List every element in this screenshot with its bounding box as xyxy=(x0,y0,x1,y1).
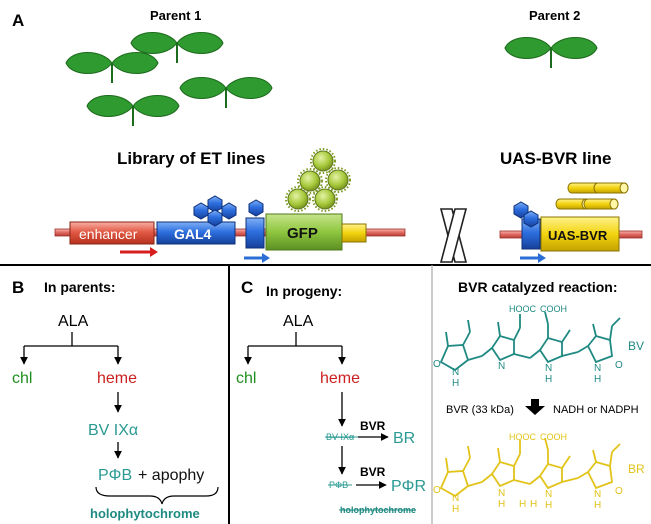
br-n2: N xyxy=(498,488,505,499)
terminator-box xyxy=(341,223,367,243)
bilirubin-structure xyxy=(439,437,621,498)
bv-h1: H xyxy=(452,378,459,389)
et-construct: enhancer GAL4 GFP xyxy=(54,148,406,263)
c-bvr-1: BVR xyxy=(360,419,386,433)
panel-b-letter: B xyxy=(12,278,24,297)
biliverdin-structure xyxy=(439,311,621,372)
bvr-protein-icon xyxy=(593,182,629,194)
gfp-protein-icon xyxy=(312,186,338,212)
gal4-protein-icon xyxy=(248,199,264,217)
parent2-label: Parent 2 xyxy=(529,8,580,23)
library-et-lines-label: Library of ET lines xyxy=(117,149,265,168)
panel-c-title: In progeny: xyxy=(266,283,342,299)
enhancer-box xyxy=(69,221,155,245)
bv-h3: H xyxy=(545,374,552,385)
br-h1: H xyxy=(452,504,459,515)
uas-bvr-line-label: UAS-BVR line xyxy=(500,149,611,168)
b-chl: chl xyxy=(12,370,32,387)
parent2-seedling xyxy=(504,36,598,69)
gal4-protein-icon xyxy=(523,210,539,228)
br-h-bridge-2: H xyxy=(530,499,537,510)
br-h2: H xyxy=(498,499,505,510)
seedling-icon xyxy=(179,76,273,109)
br-h4: H xyxy=(594,500,601,511)
c-ala: ALA xyxy=(283,313,314,330)
uas-bvr-box xyxy=(540,216,620,252)
b-holophytochrome: holophytochrome xyxy=(90,506,200,521)
c-bvr-2: BVR xyxy=(360,465,386,479)
panel-d-background xyxy=(433,266,651,524)
panel-c-letter: C xyxy=(241,278,253,297)
bvr-protein-icon xyxy=(583,198,619,210)
gfp-label: GFP xyxy=(287,225,318,242)
b-heme: heme xyxy=(97,370,137,387)
enzyme-label: BVR (33 kDa) xyxy=(446,404,514,416)
br-label: BR xyxy=(628,462,645,476)
bv-n2: N xyxy=(498,361,505,372)
bv-cooh: COOH xyxy=(540,304,567,314)
gfp-protein-icon xyxy=(325,167,351,193)
bv-o-right: O xyxy=(615,360,623,371)
seedling-icon xyxy=(86,94,180,127)
c-chl: chl xyxy=(236,370,256,387)
br-h-bridge-1: H xyxy=(519,499,526,510)
cofactor-label: NADH or NADPH xyxy=(553,404,639,416)
b-ala: ALA xyxy=(58,313,89,330)
br-h3: H xyxy=(545,500,552,511)
enhancer-label: enhancer xyxy=(79,226,138,242)
br-cooh: COOH xyxy=(540,432,567,442)
c-heme: heme xyxy=(320,370,360,387)
gal4-protein-icon xyxy=(221,202,237,220)
seedling-icon xyxy=(504,36,598,69)
br-hooc: HOOC xyxy=(509,432,537,442)
gal4-protein-icon xyxy=(193,202,209,220)
uas-bvr-construct: UAS-BVR xyxy=(499,182,643,263)
gal4-box xyxy=(156,221,236,245)
panel-b-title: In parents: xyxy=(44,279,116,295)
bv-h4: H xyxy=(594,374,601,385)
br-n4: N xyxy=(594,489,601,500)
bv-label: BV xyxy=(628,339,644,353)
parent1-seedlings xyxy=(65,31,273,127)
bv-o-left: O xyxy=(433,359,441,370)
uas-block xyxy=(245,217,265,249)
c-pfr: PΦR xyxy=(391,478,426,495)
b-plus-apophy: + apophy xyxy=(138,467,204,484)
b-pfb: PΦB xyxy=(98,467,132,484)
gal4-label: GAL4 xyxy=(174,226,212,242)
bv-n1: N xyxy=(452,367,459,378)
parent1-label: Parent 1 xyxy=(150,8,201,23)
bv-n3: N xyxy=(545,363,552,374)
bv-hooc: HOOC xyxy=(509,304,537,314)
bv-n4: N xyxy=(594,363,601,374)
panel-a-letter: A xyxy=(12,11,24,30)
b-bv: BV IXα xyxy=(88,422,138,439)
cross-symbol xyxy=(439,208,468,263)
gal4-protein-icon xyxy=(207,209,223,227)
uas-bvr-label: UAS-BVR xyxy=(548,228,608,243)
br-n3: N xyxy=(545,489,552,500)
br-n1: N xyxy=(452,493,459,504)
c-br: BR xyxy=(393,430,415,447)
br-o-right: O xyxy=(615,486,623,497)
br-o-left: O xyxy=(433,485,441,496)
seedling-icon xyxy=(65,51,159,84)
c-branch-lines xyxy=(244,332,389,489)
b-brace xyxy=(95,486,219,505)
reaction-arrow xyxy=(525,399,545,415)
b-branch-lines xyxy=(20,332,122,459)
panel-d-title: BVR catalyzed reaction: xyxy=(458,279,618,295)
